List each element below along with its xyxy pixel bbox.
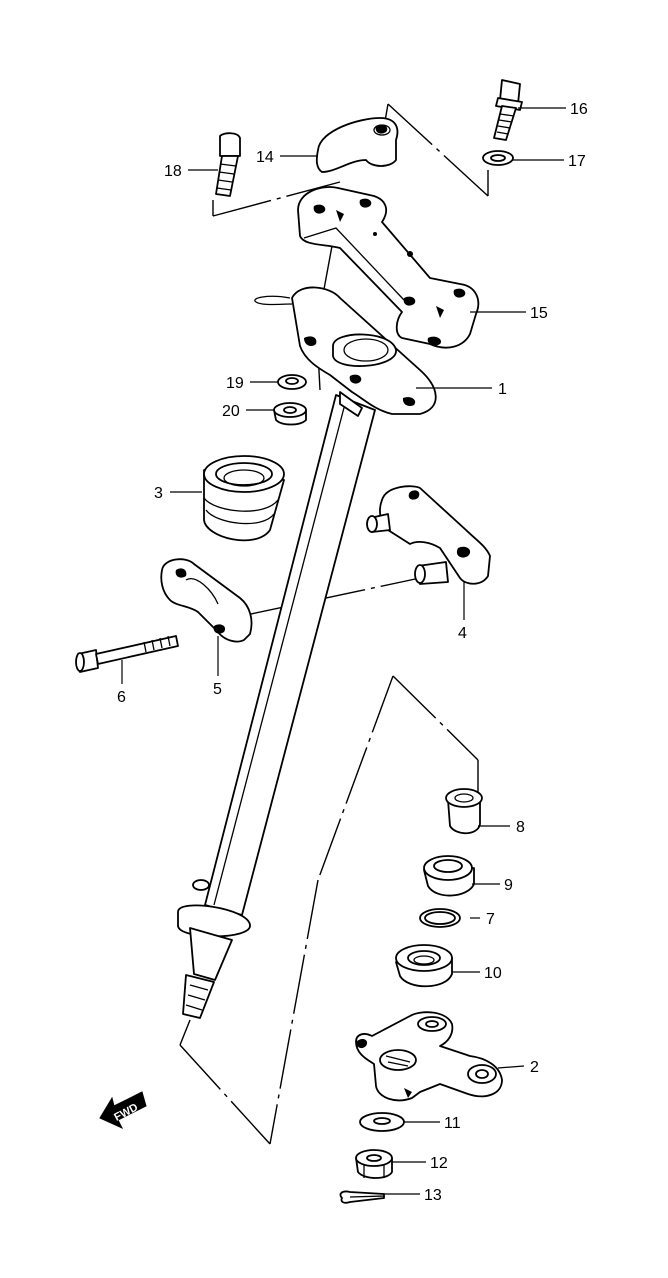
- callout-9: 9: [504, 877, 513, 894]
- part-20-nut: [273, 402, 307, 426]
- part-17-washer: [482, 150, 514, 166]
- part-16-bolt: [493, 79, 523, 141]
- part-13-cotter-pin: [339, 1190, 385, 1204]
- part-19-washer: [277, 374, 307, 390]
- callout-12: 12: [430, 1155, 448, 1172]
- part-6-bolt: [75, 635, 179, 673]
- leader-lines: [121, 107, 566, 1195]
- part-2-steering-arm: [355, 1011, 503, 1102]
- part-10-bearing: [395, 944, 453, 988]
- callout-18: 18: [164, 163, 182, 180]
- callout-17: 17: [568, 153, 586, 170]
- callout-11: 11: [444, 1115, 461, 1132]
- callout-19: 19: [226, 375, 244, 392]
- part-7-o-ring: [419, 908, 461, 928]
- callout-7: 7: [486, 911, 495, 928]
- part-4-holder: [366, 485, 491, 585]
- callout-4: 4: [458, 625, 467, 642]
- callout-16: 16: [570, 101, 588, 118]
- callout-3: 3: [154, 485, 163, 502]
- callout-20: 20: [222, 403, 240, 420]
- wire-clip: [254, 295, 293, 306]
- part-8-bushing: [445, 788, 483, 835]
- callout-5: 5: [213, 681, 222, 698]
- part-15-bracket: [297, 186, 480, 349]
- callout-13: 13: [424, 1187, 442, 1204]
- part-3-bushing: [203, 455, 285, 542]
- fwd-arrow: FWD: [99, 1091, 147, 1130]
- part-1-shaft-upper-plate: [291, 286, 437, 417]
- part-5-holder: [160, 558, 253, 643]
- part-18-bolt: [215, 132, 241, 197]
- callout-6: 6: [117, 689, 126, 706]
- callout-labels: 1 2 3 4 5 6 7 8 9 10 11 12 13 14 15 16 1…: [117, 101, 588, 1204]
- part-12-nut: [355, 1149, 393, 1179]
- part-14-clamp: [315, 117, 399, 173]
- part-9-seal: [423, 855, 475, 897]
- callout-8: 8: [516, 819, 525, 836]
- callout-2: 2: [530, 1059, 539, 1076]
- steering-shaft: [177, 394, 376, 1019]
- part-11-washer: [359, 1112, 405, 1132]
- callout-10: 10: [484, 965, 502, 982]
- callout-1: 1: [498, 381, 507, 398]
- callout-14: 14: [256, 149, 274, 166]
- callout-15: 15: [530, 305, 548, 322]
